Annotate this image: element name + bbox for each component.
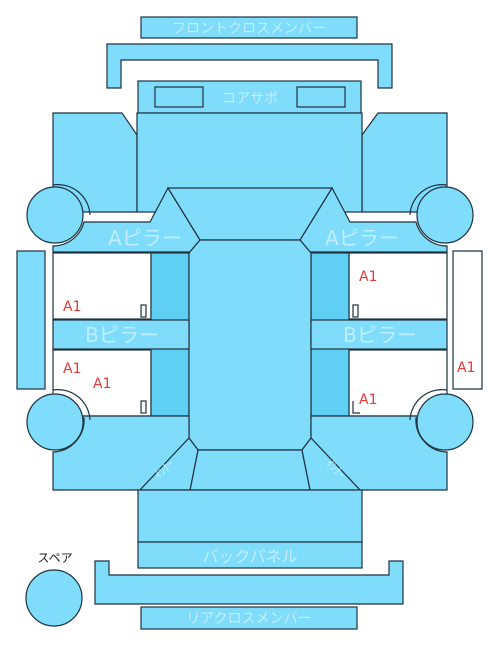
right-b-pillar[interactable]: [310, 319, 448, 350]
spare-label: スペア: [37, 551, 72, 565]
front-cross-member[interactable]: [140, 16, 358, 39]
right-rear-wheel[interactable]: [416, 393, 474, 451]
front-bumper[interactable]: [106, 43, 393, 89]
left-rear-wheel[interactable]: [26, 393, 84, 451]
core-support-label: コアサポ: [222, 91, 278, 107]
left-front-door-mark[interactable]: A1: [63, 299, 81, 315]
right-a-pillar-label: Aピラー: [325, 226, 399, 250]
core-support-right-headlight[interactable]: [296, 86, 346, 108]
rear-cross-member[interactable]: [140, 606, 358, 630]
right-side-mark[interactable]: A1: [457, 360, 475, 376]
left-b-pillar[interactable]: [52, 319, 190, 350]
core-support-left-headlight[interactable]: [154, 86, 204, 108]
left-front-door-handle: [140, 304, 147, 318]
right-rear-quarter[interactable]: [310, 415, 448, 491]
left-rear-door-handle: [140, 400, 147, 414]
spare-tire[interactable]: [25, 569, 83, 627]
front-right-door-mark[interactable]: A1: [359, 269, 377, 285]
left-front-wheel-arch: [52, 184, 91, 216]
right-rear-wheel-arch: [409, 389, 448, 421]
right-front-wheel-arch: [409, 184, 448, 216]
right-front-door-handle: [352, 304, 359, 318]
left-front-wheel[interactable]: [26, 186, 84, 244]
left-b-pillar-label: Bピラー: [85, 323, 159, 347]
rear-window[interactable]: [189, 449, 311, 491]
right-front-door[interactable]: [348, 252, 448, 320]
roof[interactable]: [188, 239, 312, 451]
left-side-skirt[interactable]: [16, 250, 46, 390]
rear-cross-member-label: リアクロスメンバー: [186, 611, 311, 627]
left-rear-door-mark-2[interactable]: A1: [93, 376, 111, 392]
right-rear-door-mark[interactable]: A1: [359, 392, 377, 408]
left-rear-wheel-arch: [52, 389, 91, 421]
trunk-lid[interactable]: [137, 489, 363, 543]
right-side-skirt[interactable]: [452, 250, 483, 390]
front-cross-member-label: フロントクロスメンバー: [172, 21, 326, 37]
left-a-pillar-label: Aピラー: [108, 226, 182, 250]
back-panel-label: バックパネル: [202, 547, 297, 566]
right-front-wheel[interactable]: [416, 186, 474, 244]
left-rear-quarter[interactable]: [52, 415, 190, 491]
right-b-pillar-label: Bピラー: [343, 323, 417, 347]
back-panel[interactable]: [137, 541, 363, 569]
rear-bumper[interactable]: [94, 560, 404, 605]
right-rear-door-handle: [352, 401, 360, 414]
left-rear-door-mark-1[interactable]: A1: [63, 361, 81, 377]
